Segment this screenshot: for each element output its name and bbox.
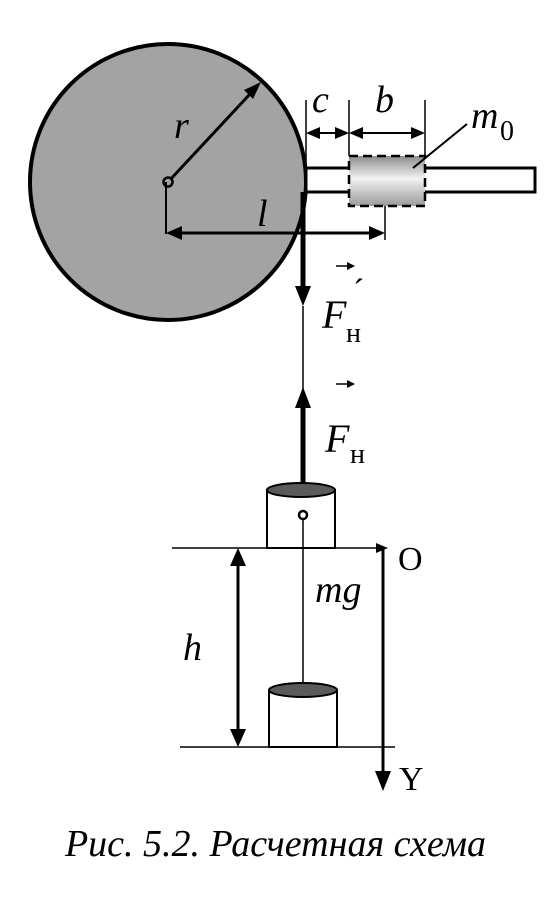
c-arrowhead-right (335, 127, 349, 139)
figure-caption: Рис. 5.2. Расчетная схема (64, 823, 487, 865)
vector-mark-2-head (347, 380, 355, 388)
l-arrowhead-right (369, 226, 385, 240)
mass-m0-subscript: 0 (500, 116, 514, 147)
b-arrowhead-left (349, 127, 363, 139)
weight-lower-top (268, 682, 338, 698)
mass-m0-label: m (471, 95, 498, 137)
radius-arrow (166, 92, 252, 184)
tension-subscript: н (350, 439, 365, 470)
h-arrowhead-bottom (230, 729, 246, 747)
height-label: h (183, 627, 202, 669)
width-label: b (375, 79, 394, 121)
axis-y-label: Y (399, 761, 424, 798)
b-arrowhead-right (411, 127, 425, 139)
gravity-label: mg (315, 569, 361, 611)
gap-label: c (312, 79, 329, 121)
tension-label: F (324, 416, 350, 461)
vector-mark-1-head (347, 262, 355, 270)
tension-prime-label: F (321, 292, 347, 337)
m0-leader (412, 123, 468, 169)
origin-label: O (398, 541, 423, 578)
weight-lower-body (268, 689, 338, 748)
tension-prime-arrowhead (295, 286, 311, 306)
y-axis-arrowhead (375, 771, 391, 791)
tension-arrowhead (295, 387, 311, 408)
radius-label: r (174, 105, 189, 147)
radius-arrowhead (244, 82, 261, 99)
length-label: l (257, 193, 268, 235)
l-arrowhead-left (166, 226, 182, 240)
hook-point (297, 509, 309, 521)
tension-prime-mark: ´ (353, 273, 364, 310)
sliding-weight-m0 (347, 154, 427, 208)
c-arrowhead-left (306, 127, 320, 139)
axle-point (162, 176, 174, 188)
weight-upper-top (266, 482, 336, 498)
h-arrowhead-top (230, 548, 246, 566)
tension-prime-subscript: н (346, 318, 361, 349)
